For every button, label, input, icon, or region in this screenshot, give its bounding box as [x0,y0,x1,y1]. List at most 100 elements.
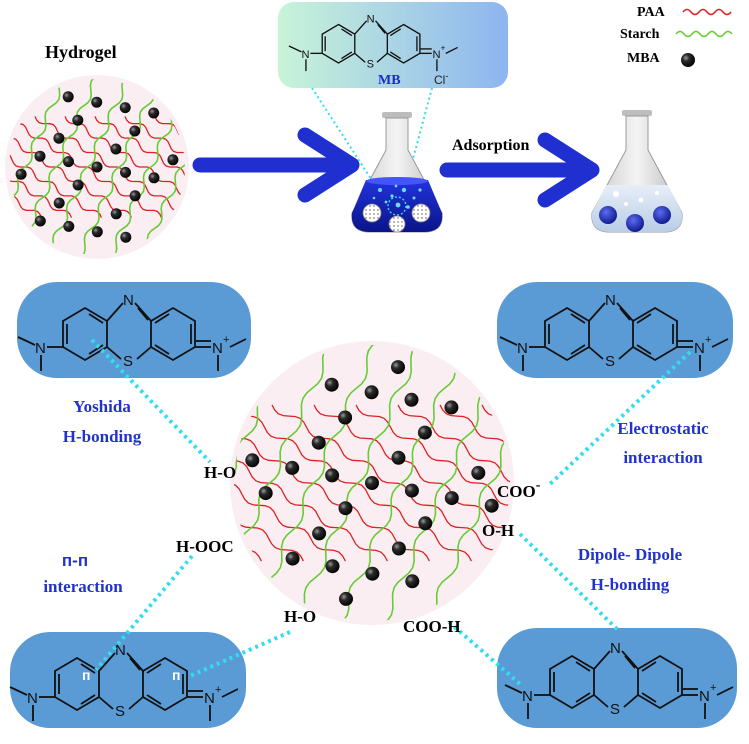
group-cooh: COO-H [403,617,461,636]
mba-crosslink [417,425,432,440]
mba-crosslink [311,435,326,450]
mba-crosslink [63,220,75,232]
mba-crosslink [62,91,74,103]
pi-label-right: п [172,667,180,683]
mba-crosslink [72,179,84,191]
mba-crosslink [364,385,379,400]
mb-n-ring: N [367,13,375,25]
bubble [378,188,382,192]
mb-n-ring: N [115,642,126,659]
mba-crosslink [404,392,419,407]
interaction-lines [90,338,692,686]
paa-chain [234,404,346,562]
mba-crosslink [365,566,380,581]
mba-crosslink [34,150,46,162]
arrow-adsorption-head [537,132,600,208]
mba-crosslink [110,208,122,220]
label-pipi-1: п-п [62,551,88,570]
legend-mba-sphere [681,53,695,67]
mb-s-ring: S [605,353,615,370]
paa-chain [234,404,388,562]
mba-crosslink [129,125,141,137]
mba-crosslink [339,591,353,606]
starch-chain [45,79,130,255]
group-hooc: H-OOC [176,537,234,556]
bubble-ring [387,196,407,216]
mb-n-plus: + [441,43,446,52]
label-dipole-1: Dipole- Dipole [578,545,683,564]
legend-starch-line [675,30,733,38]
legend-mba-label: MBA [627,51,661,66]
flask-with-mb [351,112,443,233]
interaction-labels: Yoshida H-bonding Electrostatic interact… [43,397,709,596]
paa-chain [124,116,185,218]
paa-chain [355,404,510,562]
mb-n-plus: + [710,682,716,694]
mb-label: MB [378,73,401,88]
label-electrostatic-2: interaction [623,448,703,467]
paa-chain [9,116,72,218]
starch-chain [293,345,423,621]
mba-crosslink [338,501,353,516]
mba-crosslink [120,231,132,243]
mb-n-ring: N [605,292,616,309]
mb-n-plus: + [223,334,229,346]
mb-n-left: N [35,340,46,357]
line-pipi-right [189,630,291,678]
mba-crosslink [34,215,46,227]
starch-chain [337,345,467,621]
mba-crosslink [444,491,459,506]
mb-n-plus: + [215,684,221,696]
flask-after-adsorption [591,110,683,233]
pi-label-left: п [82,667,90,683]
mba-crosslink [391,450,406,465]
legend: PAA Starch MBA [620,5,733,67]
bubble [390,194,394,198]
mba-crosslink [110,143,122,155]
starch-chain [140,79,185,255]
mba-crosslink [285,460,300,475]
group-oh: O-H [482,521,514,540]
hydrogel-bead-3 [388,215,406,233]
hydrogel-bead-1 [362,203,382,223]
functional-groups: H-O H-OOC H-O COO- O-H COO-H [176,463,541,636]
hydrogel-center-network [234,345,510,621]
hydrogel-center [230,341,514,625]
mba-crosslink [72,114,84,126]
label-yoshida-2: H-bonding [63,427,142,446]
legend-starch-label: Starch [620,27,660,42]
mb-n-plus: + [705,334,711,346]
loaded-bead-1 [599,206,617,224]
mba-crosslink [444,400,459,415]
mba-crosslink [53,132,65,144]
hydrogel-top: Hydrogel [5,42,189,259]
bubble [372,196,376,200]
line-electrostatic [546,350,692,488]
paa-chain [397,404,510,562]
mb-n-right: N [212,340,223,357]
mba-crosslink [312,526,327,541]
mb-s-ring: S [115,703,125,720]
bubble [384,200,388,204]
mba-crosslink [91,161,103,173]
starch-chain [425,345,510,621]
hydrogel-bead-2 [411,203,431,223]
hydrogel-top-network [9,79,185,255]
mba-crosslink [325,559,340,574]
mba-crosslink [53,197,65,209]
starch-chain [234,345,335,621]
mba-crosslink [245,453,260,468]
mba-crosslink [405,574,420,589]
mb-n-left: N [302,49,310,61]
paa-chain [234,404,430,562]
bubble [401,187,407,193]
mb-n-left: N [522,688,533,705]
starch-chain [234,345,246,621]
group-coo: COO- [497,478,541,501]
mba-crosslink [391,360,405,375]
loaded-bead-3 [653,206,671,224]
